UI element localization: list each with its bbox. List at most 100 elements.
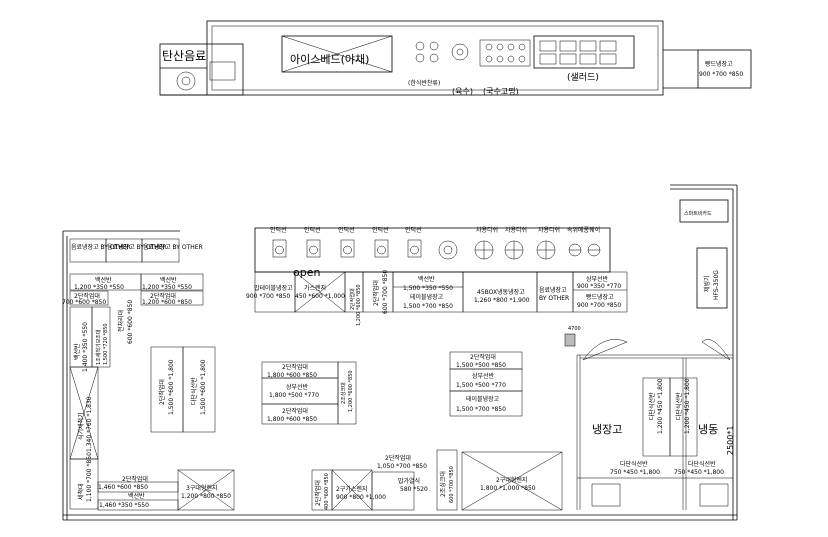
floor-drain — [699, 483, 729, 507]
equipment-item: 다단식선반 1,200 *450 *1,800 — [669, 377, 698, 457]
svg-text:2단작업대: 2단작업대 — [282, 407, 308, 415]
equipment-item: 세척대 1,100 *700 *850 — [69, 452, 99, 510]
svg-text:900 *350 *770: 900 *350 *770 — [577, 283, 621, 290]
svg-text:2단작업대: 2단작업대 — [122, 475, 148, 483]
svg-text:차용디쉬: 차용디쉬 — [476, 226, 498, 234]
svg-text:백선반: 백선반 — [418, 275, 435, 283]
svg-text:테이블냉장고: 테이블냉장고 — [466, 395, 500, 403]
equipment-item: 백선반 1,200 *350 *550 — [140, 273, 204, 291]
svg-text:1,500 *500 *770: 1,500 *500 *770 — [456, 382, 506, 389]
fridge-room-label: 냉장고 — [592, 423, 622, 436]
ice-bed-label: 아이스베드(야채) — [290, 53, 369, 66]
svg-text:1,200 *450 *1,800: 1,200 *450 *1,800 — [657, 378, 664, 434]
equipment-item: 전처리대 600 *600 *850 — [117, 300, 134, 344]
svg-text:1,260 *800 *1,900: 1,260 *800 *1,900 — [474, 297, 530, 304]
svg-text:인덕션: 인덕션 — [304, 226, 321, 234]
svg-text:2단작업대: 2단작업대 — [282, 363, 308, 371]
svg-text:3구대형렌지: 3구대형렌지 — [186, 484, 217, 492]
svg-text:1,200 *600 *850: 1,200 *600 *850 — [142, 299, 192, 306]
svg-text:음료냉장고 BY OTHER: 음료냉장고 BY OTHER — [71, 243, 131, 251]
equipment-item: 테이블냉장고 1,500 *700 *850 — [449, 390, 523, 417]
bread-fridge-top — [697, 49, 752, 89]
equipment-item: 2단작업대 700 *600 *850 — [62, 290, 109, 306]
svg-text:600 *700 *850: 600 *700 *850 — [449, 466, 455, 503]
equipment-item: 밥테이블냉장고 900 *700 *850 — [246, 271, 296, 313]
svg-text:2단작업대: 2단작업대 — [150, 292, 176, 300]
open-label: open — [293, 266, 320, 279]
svg-text:600 *700 *850: 600 *700 *850 — [382, 270, 389, 314]
svg-text:2단작업대: 2단작업대 — [385, 454, 411, 462]
equipment-item: 2구대형렌지 1,800 *1,000 *850 — [461, 451, 563, 511]
ice-bed — [281, 35, 393, 73]
svg-text:750 *450 *1,800: 750 *450 *1,800 — [610, 469, 660, 476]
svg-text:1,200 *600 *850: 1,200 *600 *850 — [348, 370, 354, 412]
equipment-item: 상부선반 900 *350 *770 빵드냉장고 900 *700 *850 — [572, 271, 628, 313]
svg-text:다단식선반: 다단식선반 — [190, 377, 198, 405]
svg-text:45BOX냉동냉장고: 45BOX냉동냉장고 — [477, 288, 525, 296]
svg-text:2구가스렌지: 2구가스렌지 — [336, 485, 367, 493]
svg-text:백선반: 백선반 — [128, 492, 145, 500]
svg-text:1,800 *500 *770: 1,800 *500 *770 — [269, 392, 319, 399]
equipment-item: 백선반 1,460 *350 *550 — [97, 492, 179, 511]
equipment-item: 2단작업대 400 *600 *850 — [311, 469, 333, 511]
equipment-item: 2단작업대 1,460 *600 *850 — [97, 475, 179, 493]
svg-text:450 *600 *1,000: 450 *600 *1,000 — [295, 293, 345, 300]
equipment-item: 3구대형렌지 1,200 *800 *850 — [177, 469, 235, 511]
svg-text:테이블냉장고: 테이블냉장고 — [410, 293, 444, 301]
svg-text:1,200 *450 *1,800: 1,200 *450 *1,800 — [684, 378, 691, 434]
svg-text:2단작업대: 2단작업대 — [314, 480, 322, 506]
salad-label: (샐러드) — [567, 72, 599, 83]
svg-text:1,200 *350 *550: 1,200 *350 *550 — [142, 284, 192, 291]
svg-text:1,800 *1,000 *850: 1,800 *1,000 *850 — [480, 485, 536, 492]
svg-text:2단작업대: 2단작업대 — [158, 379, 166, 405]
svg-text:1,800 *600 *850: 1,800 *600 *850 — [267, 416, 317, 423]
svg-text:1,500 *700 *850: 1,500 *700 *850 — [403, 303, 453, 310]
induction-icons — [272, 239, 422, 258]
equipment-item: 다단식선반 1,200 *450 *1,800 — [642, 377, 671, 457]
equipment-item: 2단작업대 1,200 *600 *850 — [344, 271, 364, 326]
equipment-item: 다단식선반 750 *450 *1,800 — [610, 460, 660, 476]
equipment-item: 2단작업대 1,050 *700 *850 — [371, 454, 427, 511]
hot-dish-note: (한식반찬류) — [408, 79, 440, 87]
walls — [62, 184, 738, 521]
svg-text:빵드냉장고: 빵드냉장고 — [586, 293, 614, 301]
svg-text:2단작업대: 2단작업대 — [372, 280, 380, 306]
equipment-item: 밥가열식 580 *520 — [398, 477, 428, 493]
svg-text:400 *600 *850: 400 *600 *850 — [324, 473, 330, 510]
svg-text:1,460 *600 *850: 1,460 *600 *850 — [98, 484, 148, 491]
equipment-item: 2조싱크대 600 *700 *850 — [436, 449, 458, 511]
svg-text:1,050 *700 *850: 1,050 *700 *850 — [377, 463, 427, 470]
svg-text:가스렌지: 가스렌지 — [304, 284, 326, 292]
svg-text:750 *450 *1,800: 750 *450 *1,800 — [674, 469, 724, 476]
equipment-item: 백선반 1,400 *350 *550 — [69, 306, 93, 372]
equipment-item: 식기세척기 1,340 *760 *1,830 — [69, 366, 99, 460]
svg-text:상부선반: 상부선반 — [586, 275, 609, 283]
svg-text:1,400 *350 *550: 1,400 *350 *550 — [82, 322, 89, 372]
svg-text:1,500 *350 *550: 1,500 *350 *550 — [403, 285, 453, 292]
svg-text:1,200 *350 *550: 1,200 *350 *550 — [74, 284, 124, 291]
freezer-room-label: 냉동 — [698, 423, 718, 436]
svg-text:1,340 *760 *1,830: 1,340 *760 *1,830 — [86, 396, 93, 452]
svg-text:700 *600 *850: 700 *600 *850 — [62, 299, 106, 306]
svg-text:2단작업대: 2단작업대 — [470, 353, 496, 361]
equipment-item: 2단작업대 1,500 *600 *1,800 — [150, 346, 184, 433]
soda-station — [159, 43, 244, 96]
svg-text:1,200 *600 *850: 1,200 *600 *850 — [356, 284, 362, 326]
svg-text:1,500 *600 *1,800: 1,500 *600 *1,800 — [200, 359, 207, 415]
equipment-item: 2단작업대 1,800 *600 *850 — [261, 361, 339, 379]
burner-icons — [438, 240, 601, 260]
svg-text:900 *700 *850: 900 *700 *850 — [246, 293, 290, 300]
freezer-dim: 2500*1 — [726, 426, 735, 455]
column — [564, 333, 576, 347]
svg-text:580 *520: 580 *520 — [400, 486, 428, 493]
ice-machine-model: HFS-350G — [713, 270, 720, 300]
svg-text:인덕션: 인덕션 — [372, 226, 389, 234]
column-number: 4700 — [568, 326, 581, 332]
svg-text:인덕션: 인덕션 — [270, 226, 287, 234]
equipment-item: 2단작업대 1,800 *600 *850 — [261, 403, 339, 425]
soda-dispenser — [209, 61, 236, 81]
svg-text:BY OTHER: BY OTHER — [539, 295, 569, 302]
svg-text:2단작업대: 2단작업대 — [349, 288, 356, 310]
svg-text:차용디쉬: 차용디쉬 — [538, 226, 560, 234]
